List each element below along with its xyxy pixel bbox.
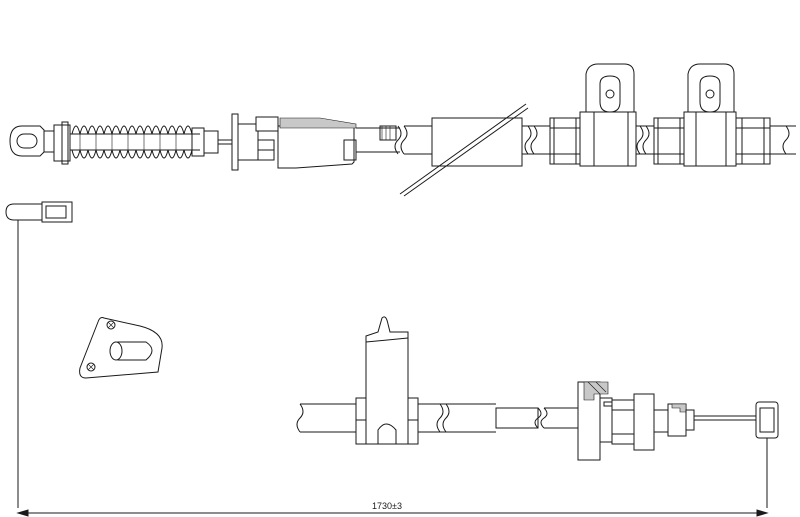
- leader-line: [399, 103, 527, 195]
- end-fitting: [577, 381, 779, 461]
- dimension-label: 1730±3: [372, 501, 402, 511]
- lower-bracket: [355, 316, 419, 445]
- adjuster-sleeve: [231, 113, 400, 171]
- cable-end-nipple: [5, 201, 73, 508]
- eye-terminal: [9, 125, 55, 157]
- guide-plate: [79, 317, 163, 379]
- lower-cable-assembly: [296, 316, 779, 508]
- cable-tube: [404, 117, 552, 167]
- spring-coil: [53, 121, 219, 165]
- mounting-bracket-1: [549, 63, 684, 167]
- upper-cable-assembly: [9, 63, 796, 197]
- mounting-bracket-2: [653, 63, 796, 167]
- dimension-line: 1730±3: [16, 501, 769, 517]
